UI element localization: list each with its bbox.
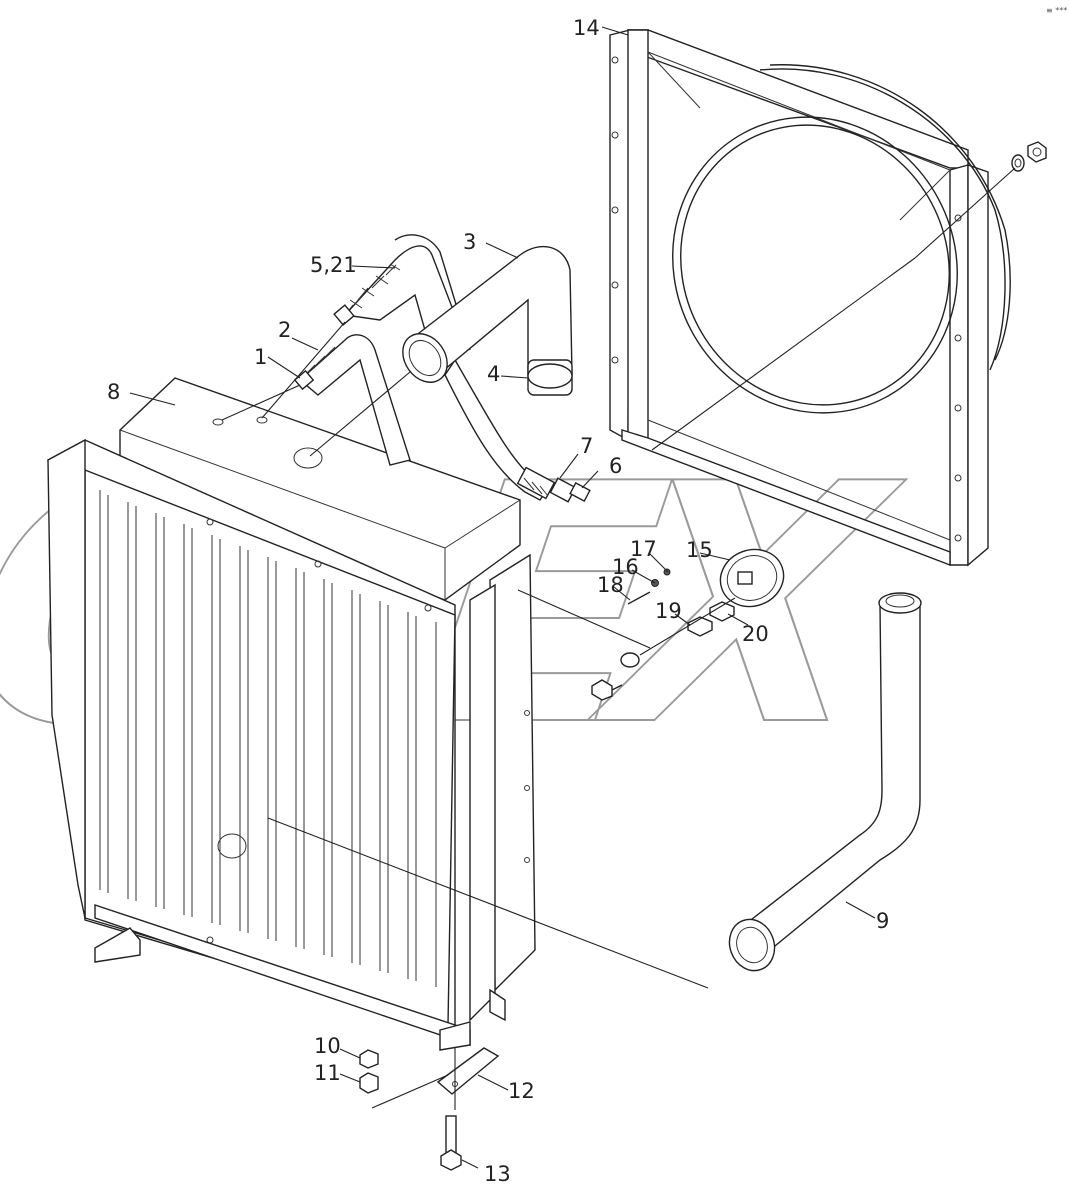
label-11: 11 [314, 1061, 341, 1085]
label-7: 7 [580, 434, 593, 458]
label-16: 16 [612, 555, 639, 579]
radiator-assembly [47, 377, 536, 1051]
label-13: 13 [484, 1162, 511, 1186]
label-10: 10 [314, 1034, 341, 1058]
fan-shroud [609, 29, 1011, 567]
lower-pipe [728, 592, 922, 972]
label-20: 20 [742, 622, 769, 646]
label-3: 3 [463, 230, 476, 254]
upper-hoses [293, 234, 591, 503]
filler-cap-group [591, 548, 785, 701]
label-5-21: 5,21 [310, 253, 357, 277]
shroud-nut [1011, 141, 1047, 172]
label-17: 17 [630, 537, 657, 561]
label-9: 9 [876, 909, 889, 933]
label-6: 6 [609, 454, 622, 478]
label-2: 2 [278, 318, 291, 342]
label-4: 4 [487, 362, 500, 386]
callout-leaders [129, 26, 876, 1169]
radiator-grille-bars [99, 490, 437, 987]
label-8: 8 [107, 380, 120, 404]
label-14: 14 [573, 16, 600, 40]
label-1: 1 [254, 345, 267, 369]
corner-mark: ≡ *** [1046, 6, 1067, 15]
label-15: 15 [686, 538, 713, 562]
label-19: 19 [655, 599, 682, 623]
mount-hardware [359, 1047, 500, 1171]
label-18: 18 [597, 573, 624, 597]
part-labels: 14 5,21 2 1 3 4 8 7 6 15 17 16 18 19 20 … [107, 16, 889, 1186]
label-12: 12 [508, 1079, 535, 1103]
